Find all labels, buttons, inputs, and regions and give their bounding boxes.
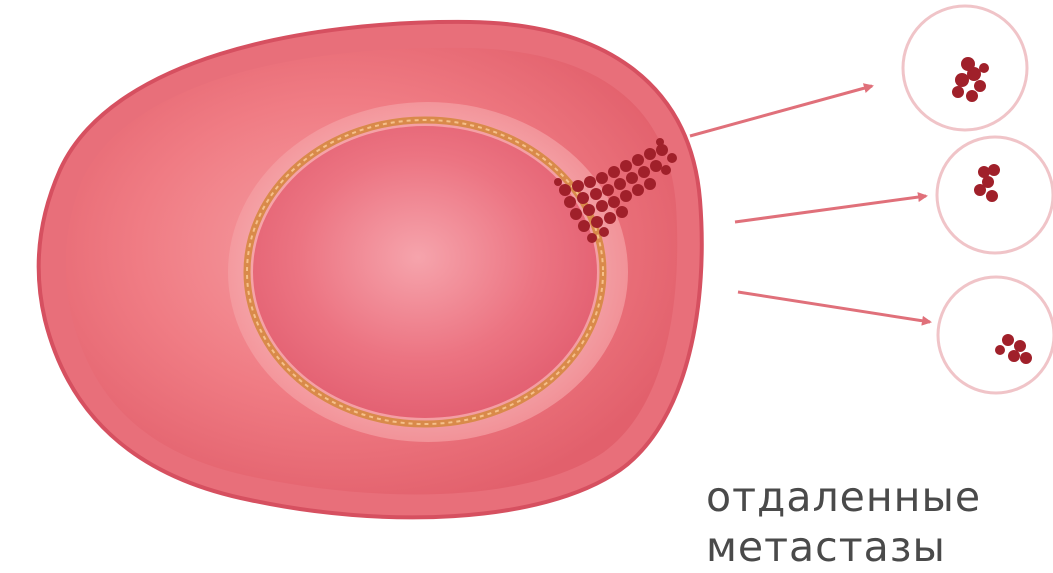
arrow-right-icon xyxy=(690,86,872,136)
arrow-right-icon xyxy=(738,292,930,322)
metastasis-site-outline xyxy=(938,277,1053,393)
tumor-body xyxy=(253,126,597,418)
metastasis-site-2 xyxy=(937,137,1053,253)
primary-tumor xyxy=(247,120,603,424)
caption-line-1: отдаленные xyxy=(706,472,1046,522)
caption-line-2: метастазы xyxy=(706,522,1046,572)
metastasis-site-1 xyxy=(903,6,1027,130)
metastasis-arrows xyxy=(690,86,930,322)
distant-metastases-caption: отдаленные метастазы xyxy=(706,472,1046,572)
metastasis-site-3 xyxy=(938,277,1053,393)
arrow-right-icon xyxy=(735,196,926,222)
